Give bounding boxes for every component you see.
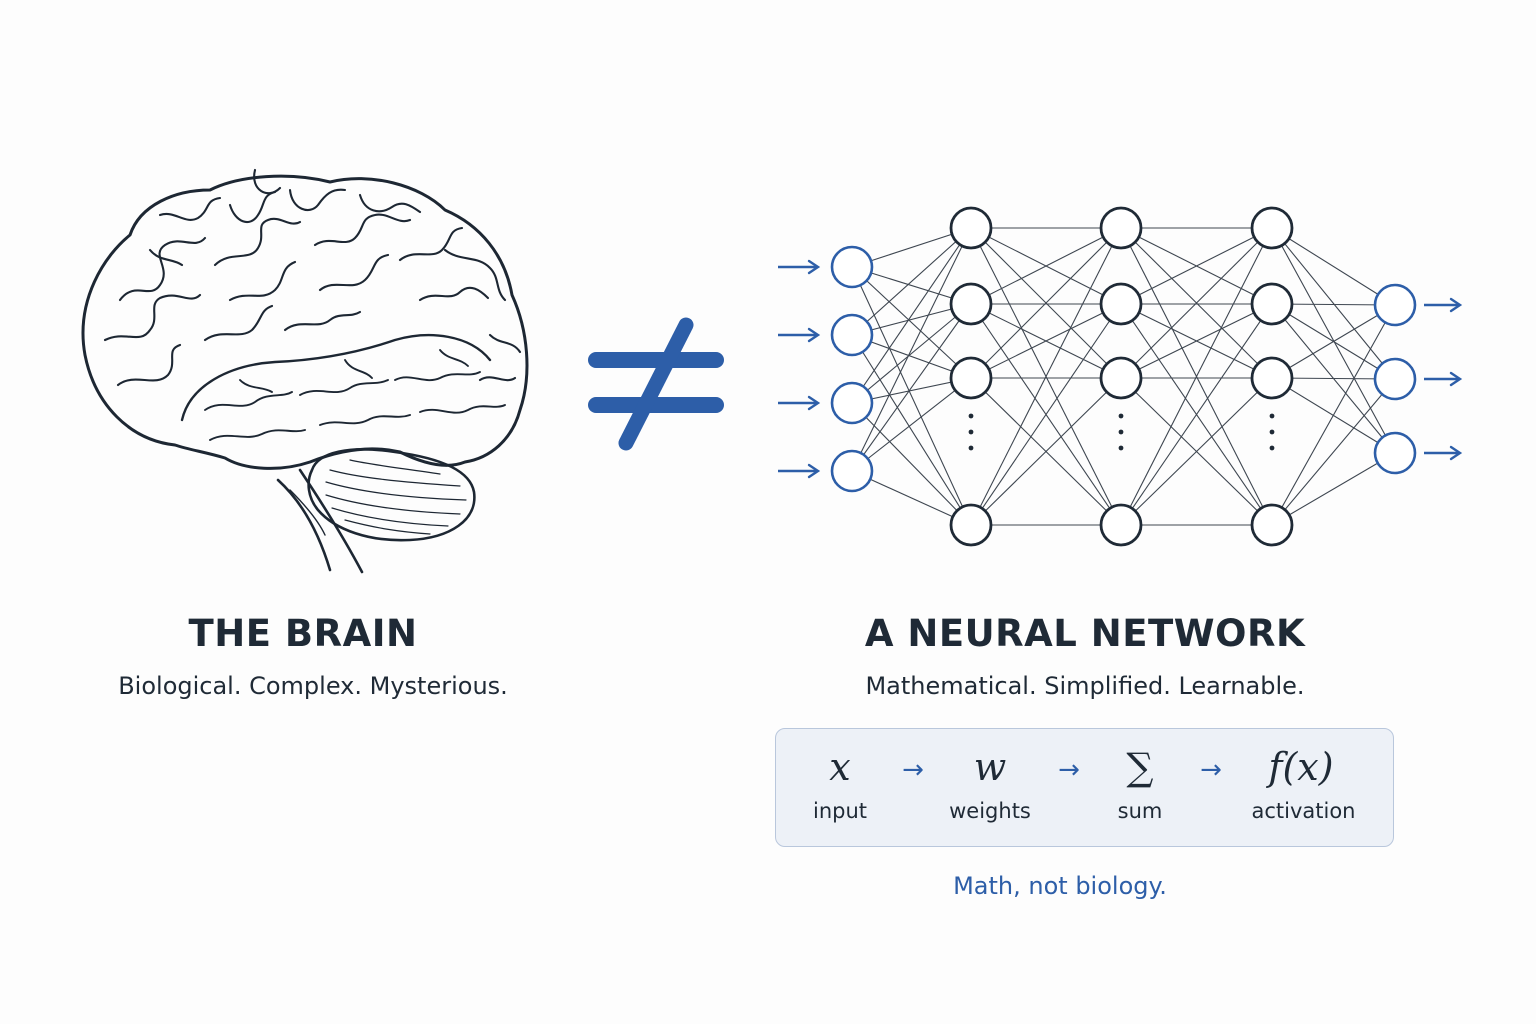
connection-line <box>1120 303 1273 526</box>
brain-illustration <box>81 168 529 574</box>
hidden-node <box>949 503 993 547</box>
formula-label-sum: sum <box>1117 799 1163 823</box>
ellipsis-dot <box>968 445 974 451</box>
formula-arrow-1: → <box>902 755 924 785</box>
connection-line <box>970 303 1122 526</box>
connection-line <box>1120 227 1273 305</box>
hidden-node <box>1250 282 1294 326</box>
connection-line <box>851 266 972 379</box>
output-node <box>1373 283 1417 327</box>
formula-symbol-weights: w <box>973 745 1007 789</box>
ellipsis-dot <box>1118 445 1124 451</box>
formula-arrow-2: → <box>1058 755 1080 785</box>
output-node <box>1373 357 1417 401</box>
connection-line <box>851 334 972 526</box>
brain-title: THE BRAIN <box>188 612 418 655</box>
connection-line <box>1271 304 1396 379</box>
connection-line <box>851 470 972 526</box>
input-arrow <box>778 259 821 275</box>
connection-line <box>970 377 1122 526</box>
neural-network-diagram <box>778 206 1463 547</box>
input-node <box>830 313 874 357</box>
connection-line <box>851 377 972 472</box>
connection-line <box>851 227 972 472</box>
formula-arrow-3: → <box>1200 755 1222 785</box>
connection-line <box>970 227 1122 379</box>
hidden-node <box>949 356 993 400</box>
ellipsis-dot <box>968 429 974 435</box>
brain-stem <box>276 468 364 574</box>
formula-symbol-input: x <box>829 745 851 789</box>
hidden-node <box>1099 206 1143 250</box>
formula-symbol-sum: ∑ <box>1126 745 1154 789</box>
hidden-node <box>1099 282 1143 326</box>
io-arrows <box>778 259 1463 479</box>
output-arrow <box>1424 371 1463 387</box>
hidden-node <box>1250 503 1294 547</box>
input-arrow <box>778 327 821 343</box>
input-arrow <box>778 463 821 479</box>
hidden-node <box>1250 206 1294 250</box>
ellipsis-dot <box>1118 429 1124 435</box>
hidden-node <box>949 206 993 250</box>
connection-line <box>1271 452 1396 526</box>
connection-line <box>851 402 972 526</box>
connection-line <box>970 227 1122 305</box>
connection-line <box>1120 227 1273 379</box>
tagline: Math, not biology. <box>953 872 1167 900</box>
hidden-node <box>1099 503 1143 547</box>
ellipsis-dot <box>968 413 974 419</box>
connection-line <box>1271 227 1396 380</box>
ellipsis-dot <box>1269 445 1275 451</box>
connection-line <box>851 227 972 336</box>
ellipsis-dot <box>1269 429 1275 435</box>
neural-network-subtitle: Mathematical. Simplified. Learnable. <box>865 672 1305 700</box>
brain-subtitle: Biological. Complex. Mysterious. <box>118 672 508 700</box>
ellipsis-dot <box>1118 413 1124 419</box>
cerebrum-outline <box>81 174 529 470</box>
connection-line <box>1271 227 1396 454</box>
hidden-node <box>1099 356 1143 400</box>
input-node <box>830 245 874 289</box>
connection-line <box>851 227 972 404</box>
formula-label-input: input <box>812 799 868 823</box>
neural-network-title: A NEURAL NETWORK <box>864 612 1306 655</box>
connection-line <box>1271 227 1396 306</box>
output-arrow <box>1424 445 1463 461</box>
cerebellum <box>307 448 476 542</box>
connection-line <box>851 303 972 404</box>
output-arrow <box>1424 297 1463 313</box>
output-node <box>1373 431 1417 475</box>
hidden-node <box>949 282 993 326</box>
input-arrow <box>778 395 821 411</box>
input-node <box>830 381 874 425</box>
connection-line <box>970 303 1122 379</box>
input-node <box>830 449 874 493</box>
formula-symbol-activation: f(x) <box>1268 745 1334 789</box>
network-nodes <box>830 206 1417 547</box>
connection-line <box>1120 377 1273 526</box>
connection-line <box>851 266 972 526</box>
formula-box: x input → w weights → ∑ sum → f(x) activ… <box>775 728 1394 847</box>
connection-line <box>1271 378 1396 526</box>
connection-line <box>1120 227 1273 526</box>
formula-label-weights: weights <box>949 799 1031 823</box>
connection-line <box>1271 304 1396 526</box>
formula-label-activation: activation <box>1251 799 1356 823</box>
connection-line <box>1120 303 1273 379</box>
connection-line <box>851 303 972 472</box>
connection-line <box>970 227 1122 526</box>
not-equal-symbol <box>588 317 724 451</box>
ellipsis-dot <box>1269 413 1275 419</box>
hidden-node <box>1250 356 1294 400</box>
